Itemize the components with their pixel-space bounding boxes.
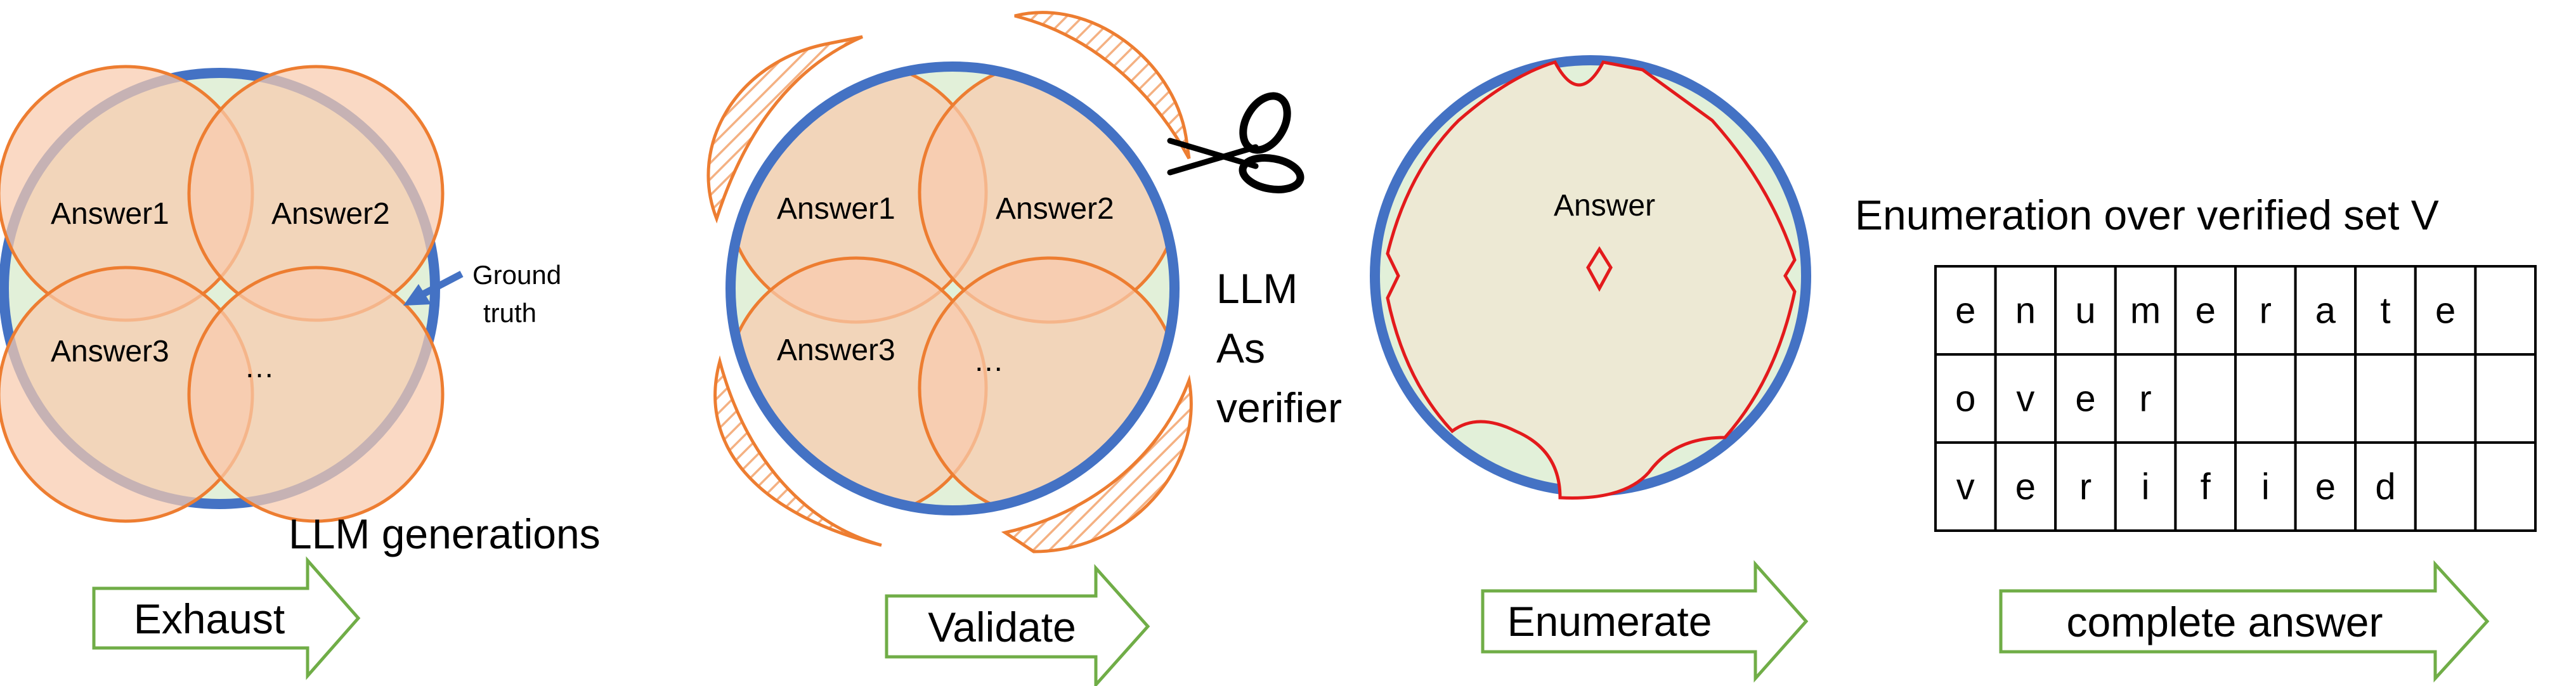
table-cell [2294,353,2357,444]
step-label-validate: Validate [928,604,1076,650]
step-arrow-complete-answer: complete answer [1999,560,2490,683]
enumeration-title: Enumeration over verified set V [1855,191,2439,238]
table-cell [2474,265,2537,356]
table-cell [2174,265,2237,356]
step-label-complete-answer: complete answer [2067,599,2383,645]
discarded-piece-top-right [1014,11,1191,160]
discarded-piece-bottom-right [1001,374,1193,553]
table-cell [2054,265,2117,356]
step-arrow-enumerate: Enumerate [1481,560,1809,683]
step-label-exhaust: Exhaust [134,595,285,642]
table-cell-letter: v [2016,379,2034,420]
step-arrow-exhaust: Exhaust [92,556,361,680]
discarded-piece-top-left [706,35,863,224]
step-arrow-validate: Validate [885,564,1150,686]
table-cell [1934,265,1997,356]
table-cell-letter: o [1955,379,1975,420]
answer-label-1: Answer1 [51,197,169,231]
table-cell-letter: u [2075,290,2095,332]
discarded-pieces [706,11,1193,553]
verified-answer-label-4: … [973,344,1004,378]
verifier-label-line2: As [1216,325,1265,372]
table-cell [2354,353,2417,444]
verifier-label-line3: verifier [1216,384,1342,431]
verified-answer-label-1: Answer1 [777,192,895,226]
scissors-icon [1167,92,1304,193]
ground-truth-label-line2: truth [483,298,537,328]
table-cell-letter: r [2260,290,2272,332]
arrow-right-icon [1481,560,1809,683]
verified-answer-label-2: Answer2 [996,192,1114,226]
table-cell [1994,353,2057,444]
table-cell [2234,265,2297,356]
step-label-enumerate: Enumerate [1507,598,1712,645]
panel-llm-generations: Answer1 Answer2 Answer3 … Ground truth L… [0,65,601,680]
table-cell-letter: a [2315,290,2336,332]
arrow-right-icon [92,556,361,680]
answer-label-4: … [244,351,275,384]
table-cell [2354,265,2417,356]
verified-answer-label-3: Answer3 [777,333,895,367]
table-cell-letter: e [2315,467,2336,508]
table-cell-letter: i [2261,467,2270,508]
table-cell [2054,441,2117,532]
table-cell-letter: e [2195,290,2216,332]
inner-diamond-icon [1586,246,1613,292]
answer-label-3: Answer3 [51,335,169,368]
table-cell [2174,353,2237,444]
table-cell [2414,353,2477,444]
table-cell-letter: r [2139,379,2151,420]
merged-answer-region [1386,60,1797,500]
table-cell-letter: v [1956,467,1975,508]
table-cell-letter: n [2015,290,2036,332]
panel-enumerate: Answer Enumerate [1370,55,1811,683]
table-cell-letter: f [2201,467,2211,508]
table-cell [1994,441,2057,532]
table-cell [2294,441,2357,532]
panel-llm-verifier: Answer1 Answer2 Answer3 … LLM As verifie… [706,11,1342,686]
table-cell [2054,353,2117,444]
table-cell [2234,353,2297,444]
arrow-right-icon [885,564,1150,686]
merged-answer-label: Answer [1554,189,1655,223]
ground-truth-outline-2 [725,61,1180,515]
pointer-arrow-icon [403,271,464,306]
table-cell-letter: d [2375,467,2395,508]
table-cell [2114,441,2177,532]
table-cell-letter: e [2015,467,2036,508]
ground-truth-label-line1: Ground [472,260,561,290]
table-cell [2414,441,2477,532]
discarded-piece-bottom-left [713,355,882,547]
arrow-right-icon [1999,560,2490,683]
table-cell [2294,265,2357,356]
table-cell-letter: e [2075,379,2095,420]
table-cell [2474,441,2537,532]
table-cell-letter: e [2435,290,2456,332]
llm-generations-caption: LLM generations [289,510,601,557]
table-cell-letter: i [2142,467,2150,508]
answer-label-2: Answer2 [271,197,390,231]
table-cell-letter: r [2079,467,2091,508]
table-cell [2474,353,2537,444]
answer-circles [0,65,445,523]
table-cell-letter: m [2130,290,2161,332]
table-cell-letter: t [2380,290,2390,332]
answer-circle-4 [187,266,445,523]
verifier-label-line1: LLM [1216,265,1298,312]
table-cell-letter: e [1955,290,1975,332]
